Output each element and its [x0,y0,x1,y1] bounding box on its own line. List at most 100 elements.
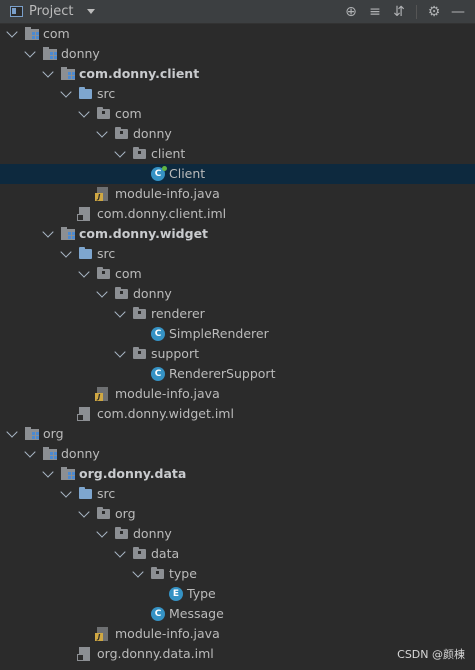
tree-item-label: org.donny.data.iml [97,646,214,661]
chevron-down-icon[interactable] [114,546,126,558]
source-folder-icon [79,487,92,499]
java-file-icon: J [95,387,108,401]
tree-item-label: src [97,246,116,261]
java-file-icon: J [95,627,108,641]
java-class-icon: C [151,367,165,381]
tree-row[interactable]: client [0,144,475,164]
chevron-down-icon[interactable] [60,486,72,498]
tree-item-label: support [151,346,199,361]
chevron-down-icon[interactable] [96,526,108,538]
tree-row[interactable]: org [0,424,475,444]
module-file-icon [77,407,90,421]
gear-icon[interactable]: ⚙ [427,4,441,20]
source-folder-icon [79,87,92,99]
tree-row[interactable]: src [0,484,475,504]
chevron-down-icon[interactable] [6,26,18,38]
package-icon [97,507,110,519]
java-class-icon: C [151,327,165,341]
tree-row[interactable]: com [0,264,475,284]
project-toolbar: Project ⊕ ≡ ⇵ ⚙ — [0,0,475,24]
chevron-down-icon[interactable] [78,106,90,118]
chevron-down-icon[interactable] [24,446,36,458]
chevron-down-icon[interactable] [114,346,126,358]
package-icon [97,107,110,119]
package-icon [133,547,146,559]
package-icon [97,267,110,279]
tree-row[interactable]: org [0,504,475,524]
tree-row[interactable]: com.donny.widget [0,224,475,244]
chevron-down-icon[interactable] [42,226,54,238]
tree-row[interactable]: src [0,84,475,104]
tree-row[interactable]: donny [0,284,475,304]
package-icon [115,287,128,299]
chevron-down-icon[interactable] [114,146,126,158]
package-icon [115,127,128,139]
tree-item-label: module-info.java [115,186,220,201]
chevron-down-icon[interactable] [6,426,18,438]
chevron-down-icon[interactable] [78,266,90,278]
expand-all-icon[interactable]: ≡ [369,4,381,20]
tree-row[interactable]: type [0,564,475,584]
chevron-down-icon[interactable] [96,286,108,298]
java-enum-icon: E [169,587,183,601]
collapse-all-icon[interactable]: ⇵ [393,4,405,20]
tree-row[interactable]: donny [0,44,475,64]
chevron-down-icon[interactable] [24,46,36,58]
tree-item-label: org [115,506,136,521]
tree-row[interactable]: org.donny.data.iml [0,644,475,664]
module-folder-icon [61,467,75,480]
package-icon [133,307,146,319]
tree-item-label: donny [133,126,172,141]
chevron-down-icon[interactable] [132,566,144,578]
chevron-down-icon[interactable] [42,66,54,78]
package-icon [133,347,146,359]
module-folder-icon [43,47,57,60]
package-icon [151,567,164,579]
tree-item-label: data [151,546,180,561]
tree-row[interactable]: src [0,244,475,264]
chevron-down-icon[interactable] [60,246,72,258]
tree-item-label: src [97,86,116,101]
chevron-down-icon[interactable] [87,9,96,14]
tree-row[interactable]: renderer [0,304,475,324]
chevron-down-icon[interactable] [78,506,90,518]
tree-row[interactable]: com.donny.client [0,64,475,84]
chevron-down-icon[interactable] [114,306,126,318]
tree-row[interactable]: C RendererSupport [0,364,475,384]
project-icon [10,6,23,17]
tree-row[interactable]: com.donny.widget.iml [0,404,475,424]
chevron-down-icon[interactable] [42,466,54,478]
module-folder-icon [25,27,39,40]
source-folder-icon [79,247,92,259]
tree-item-label: renderer [151,306,205,321]
tree-row[interactable]: com [0,104,475,124]
tree-row[interactable]: org.donny.data [0,464,475,484]
package-icon [115,527,128,539]
chevron-down-icon[interactable] [60,86,72,98]
project-view-selector[interactable]: Project [10,4,96,19]
locate-icon[interactable]: ⊕ [345,4,357,20]
tree-row[interactable]: com.donny.client.iml [0,204,475,224]
hide-icon[interactable]: — [451,4,465,20]
tree-item-label: donny [133,286,172,301]
tree-row[interactable]: donny [0,444,475,464]
tree-item-label: org.donny.data [79,466,187,481]
tree-item-label: Message [169,606,224,621]
java-class-icon: C [151,166,167,181]
tree-row[interactable]: donny [0,124,475,144]
chevron-down-icon[interactable] [96,126,108,138]
tree-row[interactable]: support [0,344,475,364]
tree-item-label: donny [133,526,172,541]
tree-row[interactable]: com [0,24,475,44]
tree-row[interactable]: data [0,544,475,564]
tree-row[interactable]: donny [0,524,475,544]
tree-item-label: RendererSupport [169,366,276,381]
